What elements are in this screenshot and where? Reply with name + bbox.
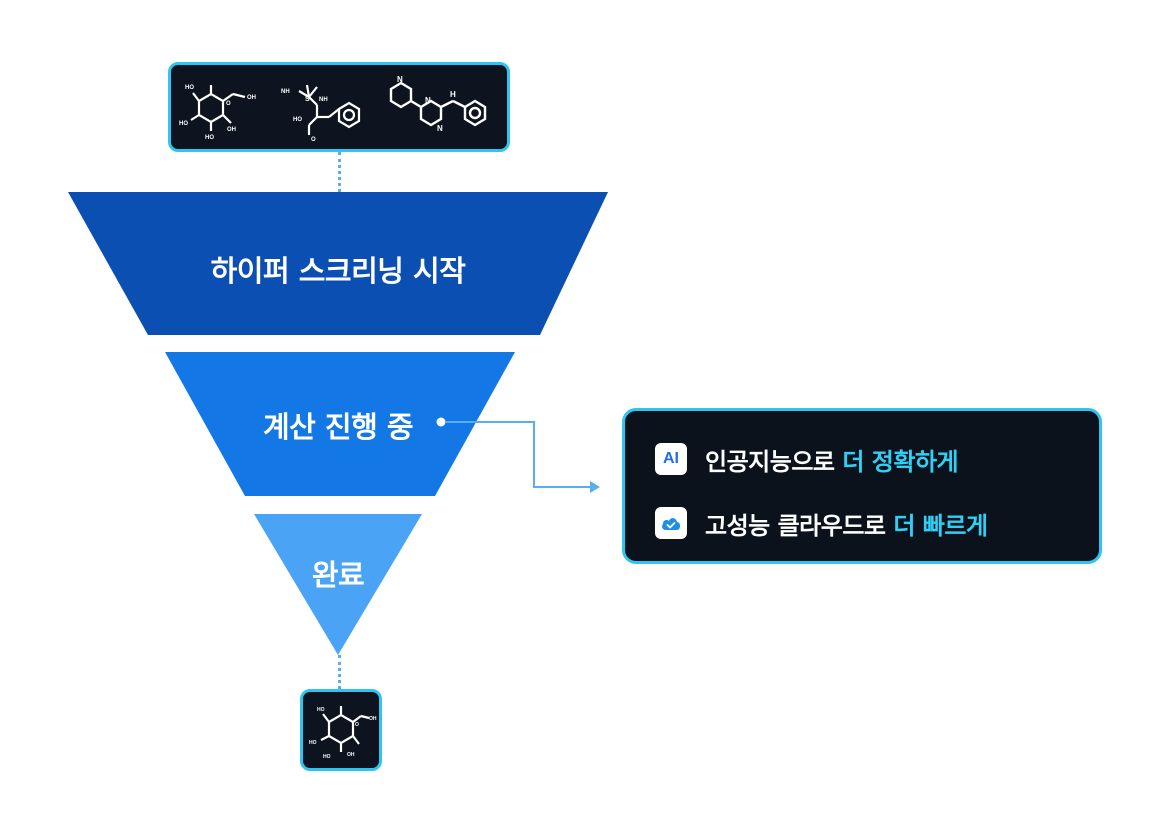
mol-label-s: S [305,96,310,103]
funnel-stage-complete [254,514,422,655]
benefit-row-speed: 고성능 클라우드로 더 빠르게 [655,506,988,541]
mol-label-oh: OH [369,716,377,722]
mol-label-ho: HO [293,117,302,123]
mol-label-oh: OH [347,752,355,758]
mol-label-nh: NH [319,97,328,103]
mol-label-n: N [437,124,443,133]
output-molecule-card: HO HO HO OH OH O [300,689,382,771]
mol-label-ho: HO [309,740,317,746]
pyrimidine-molecule-icon [389,81,487,127]
mol-label-o: O [226,101,231,107]
benefit-text-speed: 고성능 클라우드로 더 빠르게 [705,506,988,541]
funnel-stage-screening [68,192,608,335]
connector-line [445,421,590,488]
input-molecules-illustration: HO HO HO OH OH O NH NH S HO O [179,75,487,143]
benefit-text: 고성능 클라우드로 [705,511,894,540]
top-dotted-connector [338,152,341,192]
sulfonamide-molecule-icon [298,84,361,135]
input-molecules-card: HO HO HO OH OH O NH NH S HO O [168,62,510,152]
mol-label-ho: HO [205,135,214,141]
benefit-highlight: 더 빠르게 [893,511,988,540]
mol-label-o: O [311,137,316,143]
mol-label-oh: OH [227,127,236,133]
benefits-card: AI 인공지능으로 더 정확하게 고성능 클라우드로 더 빠르게 [622,408,1102,564]
ai-icon: AI [655,443,687,475]
mol-label-ho: HO [185,85,194,91]
stage-label-computing: 계산 진행 중 [262,410,414,444]
mol-label-n: N [425,96,431,105]
mol-label-o: O [355,722,359,728]
stage-label-screening: 하이퍼 스크리닝 시작 [210,254,466,288]
glucose-output-icon: HO HO HO OH OH O [309,706,377,760]
connector-arrowhead [590,481,600,493]
mol-label-n: N [397,75,403,84]
funnel-stage-computing [165,352,515,496]
cloud-check-icon [655,507,687,539]
mol-label-nh: NH [281,89,290,95]
cloud-check-glyph [662,518,680,530]
glucose-molecule-icon [190,85,246,131]
stage-label-complete: 완료 [311,558,365,592]
mol-label-h: H [450,90,456,99]
benefit-text-accuracy: 인공지능으로 더 정확하게 [705,442,959,477]
benefit-text: 인공지능으로 [705,447,843,476]
benefit-highlight: 더 정확하게 [842,447,959,476]
bottom-dotted-connector [338,655,341,689]
benefit-row-accuracy: AI 인공지능으로 더 정확하게 [655,442,959,477]
mol-label-ho: HO [317,707,325,713]
connector-dot [436,417,446,427]
mol-label-ho: HO [323,754,331,760]
ai-icon-text: AI [663,450,679,467]
mol-label-oh: OH [247,95,256,101]
mol-label-ho: HO [179,121,188,127]
